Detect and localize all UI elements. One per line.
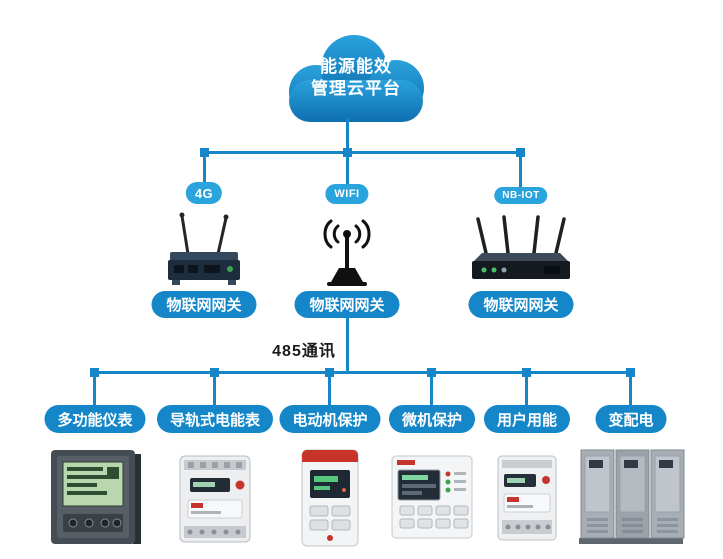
- connector-drop-device-4: [430, 371, 433, 405]
- gateway-label-2: 物联网网关: [294, 291, 400, 318]
- gateway-label-3: 物联网网关: [468, 291, 574, 318]
- device-label-din-rail-meter: 导轨式电能表: [156, 405, 274, 433]
- junction-dot: [343, 148, 352, 157]
- badge-4g: 4G: [185, 182, 223, 204]
- junction-dot: [516, 148, 525, 157]
- user-energy-meter-image: [497, 455, 557, 541]
- gateway-nbiot-router-image: [472, 215, 570, 279]
- connector-cloud-drop: [346, 118, 349, 154]
- din-rail-meter-image: [179, 455, 251, 543]
- device-label-power-distribution: 变配电: [595, 405, 667, 433]
- gateway-label-1: 物联网网关: [151, 291, 257, 318]
- device-label-user-energy: 用户用能: [483, 405, 571, 433]
- connector-drop-device-3: [328, 371, 331, 405]
- motor-protection-image: [301, 449, 359, 547]
- device-label-motor-protection: 电动机保护: [279, 405, 381, 433]
- cloud-label-line2: 管理云平台: [311, 79, 401, 99]
- multifunction-meter-image: [51, 450, 141, 544]
- wifi-antenna-icon: [323, 219, 371, 286]
- connector-drop-4g: [203, 151, 206, 182]
- connector-drop-device-6: [629, 371, 632, 405]
- connector-drop-wifi: [346, 151, 349, 184]
- connector-drop-device-1: [93, 371, 96, 405]
- connector-drop-device-2: [213, 371, 216, 405]
- badge-nbiot: NB-IOT: [494, 187, 548, 204]
- junction-dot: [200, 148, 209, 157]
- bus-485-label: 485通讯: [272, 343, 336, 360]
- connector-gateway-to-bus: [346, 318, 349, 374]
- microcomputer-protection-image: [391, 455, 473, 539]
- connector-drop-device-5: [525, 371, 528, 405]
- cloud-platform-label: 能源能效 管理云平台: [276, 56, 436, 101]
- connector-top-horizontal: [203, 151, 523, 154]
- cloud-label-line1: 能源能效: [320, 57, 392, 76]
- gateway-4g-router-image: [168, 212, 240, 285]
- badge-wifi: WIFI: [325, 184, 369, 204]
- cloud-icon: [289, 35, 424, 122]
- connector-bus-horizontal: [94, 371, 633, 374]
- device-label-multifunction-meter: 多功能仪表: [44, 405, 146, 433]
- connector-drop-nbiot: [519, 151, 522, 187]
- device-label-microcomputer-protection: 微机保护: [388, 405, 476, 433]
- switchgear-cabinet-image: [579, 449, 685, 544]
